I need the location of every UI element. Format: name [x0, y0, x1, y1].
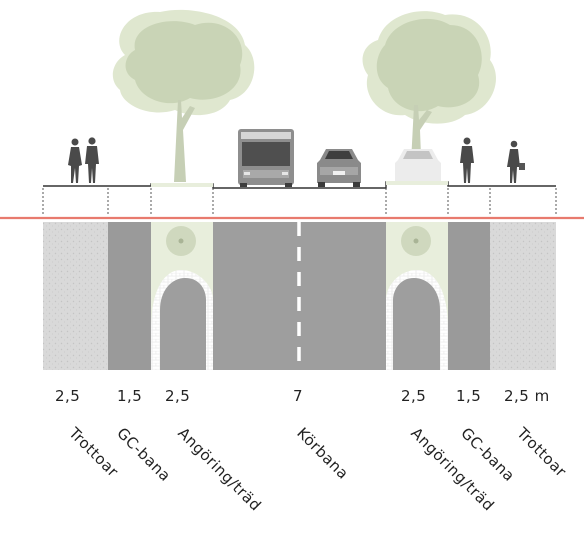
planting-strip-right-surface [386, 181, 448, 185]
planting-strip-left-surface [151, 183, 213, 187]
width-korbana: 7 [293, 387, 304, 405]
pedestrian-right-2 [507, 140, 525, 183]
width-gc-left: 1,5 [117, 387, 143, 405]
car-light [395, 149, 441, 182]
zone-boundaries [42, 188, 557, 216]
bus [238, 129, 294, 187]
zone-bike-left [108, 222, 151, 370]
pedestrian-right-1 [460, 137, 474, 183]
width-angoring-right: 2,5 [401, 387, 427, 405]
zone-sidewalk-left [43, 222, 108, 370]
width-angoring-left: 2,5 [165, 387, 191, 405]
zone-bike-right [448, 222, 490, 370]
plan-view [43, 222, 556, 370]
tree-right [362, 11, 496, 182]
zone-roadway [213, 222, 386, 370]
ground-surface [43, 181, 556, 189]
pedestrians-left [68, 137, 99, 183]
width-trottoar-right: 2,5 m [504, 387, 550, 405]
car-dark [317, 149, 361, 187]
tree-left [112, 9, 255, 182]
tree-pit-right [386, 226, 448, 370]
zone-sidewalk-right [490, 222, 556, 370]
width-trottoar-left: 2,5 [55, 387, 81, 405]
width-gc-right: 1,5 [456, 387, 482, 405]
tree-pit-left [151, 226, 213, 370]
